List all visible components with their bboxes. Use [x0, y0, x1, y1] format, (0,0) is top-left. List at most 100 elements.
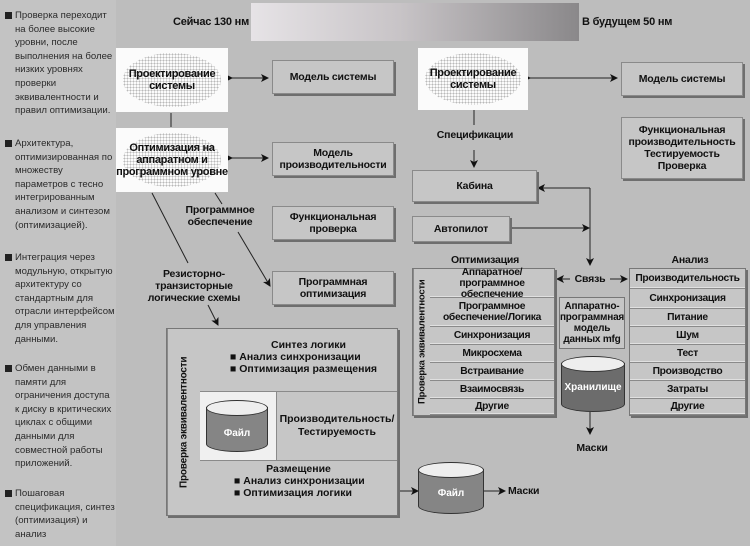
logic-synthesis-item: ■ Оптимизация размещения — [230, 363, 378, 375]
placement-item: ■ Оптимизация логики — [234, 487, 352, 499]
placement-item-text: Оптимизация логики — [243, 487, 352, 499]
placement-section: Размещение ■ Анализ синхронизации ■ Опти… — [200, 461, 397, 515]
logic-synthesis-item: ■ Анализ синхронизации — [230, 351, 361, 363]
system-design-cloud-right: Проектирование системы — [418, 48, 528, 110]
optimization-title: Оптимизация — [450, 254, 520, 266]
perf-testability-label: Производительность/ Тестируемость — [279, 413, 395, 438]
future-label: В будущем 50 нм — [582, 16, 673, 28]
stack-row: Другие — [630, 399, 745, 415]
system-model-label: Модель системы — [289, 71, 377, 83]
software-label: Программное обеспечение — [185, 204, 255, 228]
bullet-item: Проверка переходит на более высокие уров… — [5, 9, 115, 118]
system-design-label: Проектирование системы — [128, 68, 216, 92]
link-label: Связь — [574, 273, 606, 285]
storage-label: Хранилище — [564, 382, 622, 393]
optimization-stack: Проверка эквивалентности Аппаратное/прог… — [412, 267, 555, 416]
features-box: Функциональная производительность Тестир… — [621, 117, 743, 179]
stack-row: Аппаратное/программное обеспечение — [430, 267, 554, 300]
output-file-label: Файл — [437, 488, 465, 499]
now-label: Сейчас 130 нм — [172, 16, 250, 28]
placement-title: Размещение — [266, 463, 331, 475]
stack-row: Тест — [630, 345, 745, 363]
software-optimization-box: Программная оптимизация — [272, 271, 394, 305]
placement-item-text: Анализ синхронизации — [243, 475, 365, 487]
bullet-square-icon — [5, 254, 12, 261]
performance-model-label: Модель производительности — [279, 147, 387, 171]
file-cylinder-icon: Файл — [206, 400, 268, 452]
line-opt-to-rtl — [151, 192, 189, 264]
logic-synthesis-title: Синтез логики — [271, 339, 346, 351]
features-line: Тестируемость — [644, 148, 720, 160]
functional-verification-label: Функциональная проверка — [289, 211, 377, 235]
cabin-label: Кабина — [456, 180, 493, 192]
masks-label-left: Маски — [508, 485, 540, 497]
stack-row: Встраивание — [430, 363, 554, 381]
placement-item: ■ Анализ синхронизации — [234, 475, 365, 487]
software-optimization-label: Программная оптимизация — [298, 276, 368, 300]
arrow-rtl-to-synthesis — [207, 304, 219, 326]
bullet-item: Пошаговая спецификация, синтез (оптимиза… — [5, 487, 115, 541]
bullet-text: Обмен данными в памяти для ограничения д… — [15, 363, 112, 470]
system-design-label: Проектирование системы — [429, 67, 517, 91]
analysis-title: Анализ — [671, 254, 709, 266]
autopilot-label: Автопилот — [433, 223, 489, 235]
system-design-cloud-left: Проектирование системы — [116, 48, 228, 112]
equivalence-check-block-left: Проверка эквивалентности Синтез логики ■… — [166, 328, 398, 516]
specifications-label: Спецификации — [436, 129, 514, 141]
logic-synthesis-item-text: Оптимизация размещения — [239, 363, 378, 375]
stack-row: Затраты — [630, 381, 745, 399]
file-label: Файл — [223, 428, 251, 439]
stack-row: Питание — [630, 309, 745, 327]
hw-sw-optimization-cloud: Оптимизация на аппаратном и программном … — [116, 128, 228, 192]
equivalence-check-vertical-label: Проверка эквивалентности — [167, 329, 200, 515]
bullet-square-icon — [5, 140, 12, 147]
technology-gradient-bar — [251, 3, 579, 41]
features-line: производительность — [628, 136, 736, 148]
sidebar: Проверка переходит на более высокие уров… — [0, 0, 116, 546]
stack-row: Взаимосвязь — [430, 381, 554, 399]
storage-cylinder-icon: Хранилище — [561, 356, 625, 412]
system-model-box-left: Модель системы — [272, 60, 394, 94]
line-opt-to-software — [214, 192, 223, 205]
system-model-label: Модель системы — [638, 73, 726, 85]
bullet-item: Обмен данными в памяти для ограничения д… — [5, 362, 115, 471]
stack-row: Производство — [630, 363, 745, 381]
autopilot-box: Автопилот — [412, 216, 510, 242]
bullet-text: Интеграция через модульную, открытую арх… — [15, 252, 115, 345]
hw-sw-optimization-label: Оптимизация на аппаратном и программном … — [116, 142, 228, 178]
performance-model-box: Модель производительности — [272, 142, 394, 176]
stack-row: Производительность — [630, 269, 745, 289]
output-file-cylinder-icon: Файл — [418, 462, 484, 514]
features-line: Функциональная — [638, 124, 726, 136]
bullet-text: Проверка переходит на более высокие уров… — [15, 10, 113, 117]
bullet-square-icon — [5, 490, 12, 497]
bullet-item: Интеграция через модульную, открытую арх… — [5, 251, 115, 346]
logic-synthesis-item-text: Анализ синхронизации — [239, 351, 361, 363]
arrow-software-optimization — [237, 231, 271, 287]
hw-sw-data-model-label: Аппаратно-программная модель данных mfg — [559, 301, 625, 345]
bullet-text: Архитектура, оптимизированная по множест… — [15, 138, 113, 231]
features-line: Проверка — [657, 160, 707, 172]
hw-sw-data-model-box: Аппаратно-программная модель данных mfg — [559, 297, 625, 349]
logic-synthesis-section: Синтез логики ■ Анализ синхронизации ■ О… — [200, 329, 397, 392]
stack-row: Синхронизация — [430, 327, 554, 345]
stack-row: Синхронизация — [630, 289, 745, 309]
rtl-label: Резисторно-транзисторные логические схем… — [147, 268, 241, 304]
bullet-text: Пошаговая спецификация, синтез (оптимиза… — [15, 488, 115, 540]
stack-row: Другие — [430, 399, 554, 415]
bullet-item: Архитектура, оптимизированная по множест… — [5, 137, 115, 232]
equivalence-check-vertical-label: Проверка эквивалентности — [413, 269, 430, 415]
file-panel: Файл — [200, 392, 277, 461]
stack-row: Программное обеспечение/Логика — [430, 298, 554, 327]
masks-label-right: Маски — [576, 442, 608, 454]
bullet-square-icon — [5, 12, 12, 19]
stack-row: Шум — [630, 327, 745, 345]
cabin-box: Кабина — [412, 170, 537, 202]
stack-row: Микросхема — [430, 345, 554, 363]
bullet-square-icon — [5, 365, 12, 372]
perf-testability-section: Производительность/ Тестируемость — [277, 392, 397, 461]
